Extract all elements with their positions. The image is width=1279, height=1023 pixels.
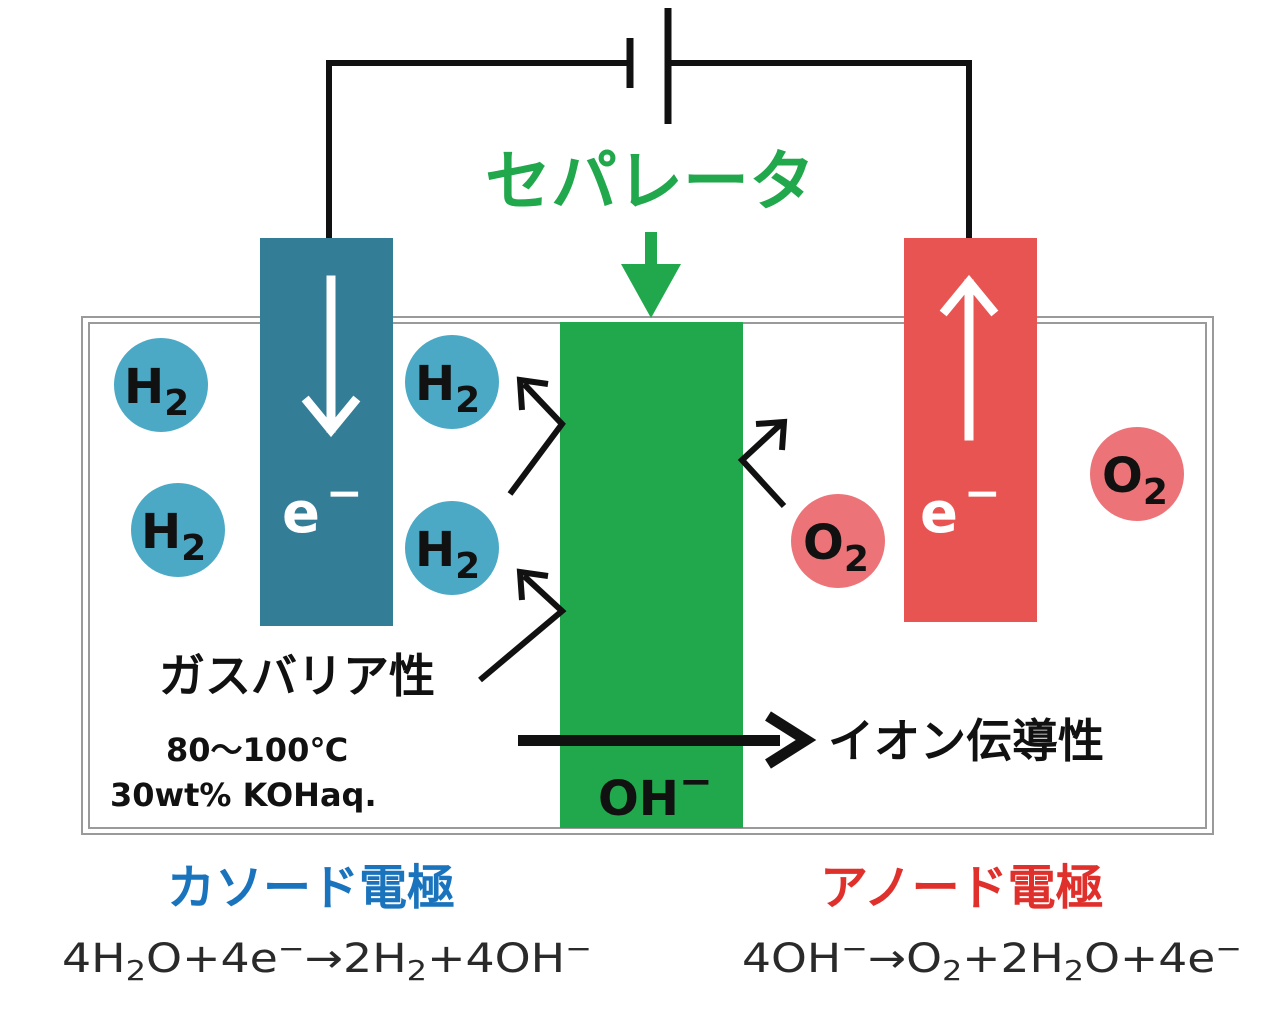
deflected-gas-arrows xyxy=(478,376,788,683)
anode-electron-label: e− xyxy=(920,468,1001,546)
ion-conductivity-label: イオン伝導性 xyxy=(828,714,1104,768)
cathode-electron-label: e− xyxy=(282,468,363,546)
anode-electron-arrow xyxy=(939,274,999,441)
cathode-title: カソード電極 xyxy=(167,860,455,916)
anode-title: アノード電極 xyxy=(820,860,1104,916)
o2-deflect-arrowhead xyxy=(755,418,788,451)
h2-deflect-arrowhead-upper xyxy=(516,376,549,411)
separator-membrane xyxy=(560,322,743,828)
h2-molecule: H2 xyxy=(405,335,499,429)
svg-text:O2: O2 xyxy=(1102,448,1168,513)
cathode-electron-arrow xyxy=(301,275,361,438)
svg-text:H2: H2 xyxy=(415,522,480,587)
operating-temperature: 80～100℃ xyxy=(166,731,348,769)
separator-pointer-arrow xyxy=(621,232,681,318)
ion-conductivity-arrow xyxy=(518,711,817,769)
svg-text:H2: H2 xyxy=(124,359,189,424)
h2-deflect-arrow-upper xyxy=(507,381,566,496)
svg-text:O2: O2 xyxy=(803,515,869,580)
h2-deflect-arrowhead-lower xyxy=(516,568,549,601)
tank-outer-border xyxy=(81,316,1214,835)
o2-molecule: O2 xyxy=(791,494,885,588)
o2-molecule: O2 xyxy=(1090,427,1184,521)
h2-molecule: H2 xyxy=(405,501,499,595)
h2-deflect-arrow-lower xyxy=(478,573,567,683)
external-circuit xyxy=(326,60,972,238)
circuit-wire-left xyxy=(326,60,628,238)
electrolyte-concentration: 30wt% KOHaq. xyxy=(110,776,377,814)
separator-title: セパレータ xyxy=(485,143,815,220)
svg-text:H2: H2 xyxy=(415,356,480,421)
h2-molecule: H2 xyxy=(131,483,225,577)
battery-icon xyxy=(626,8,672,124)
svg-text:H2: H2 xyxy=(141,504,206,569)
hydroxide-ion-label: OH− xyxy=(598,759,713,827)
gas-barrier-label: ガスバリア性 xyxy=(159,649,435,703)
h2-molecule: H2 xyxy=(114,338,208,432)
o2-deflect-arrow xyxy=(737,421,787,509)
circuit-wire-right xyxy=(668,60,972,238)
